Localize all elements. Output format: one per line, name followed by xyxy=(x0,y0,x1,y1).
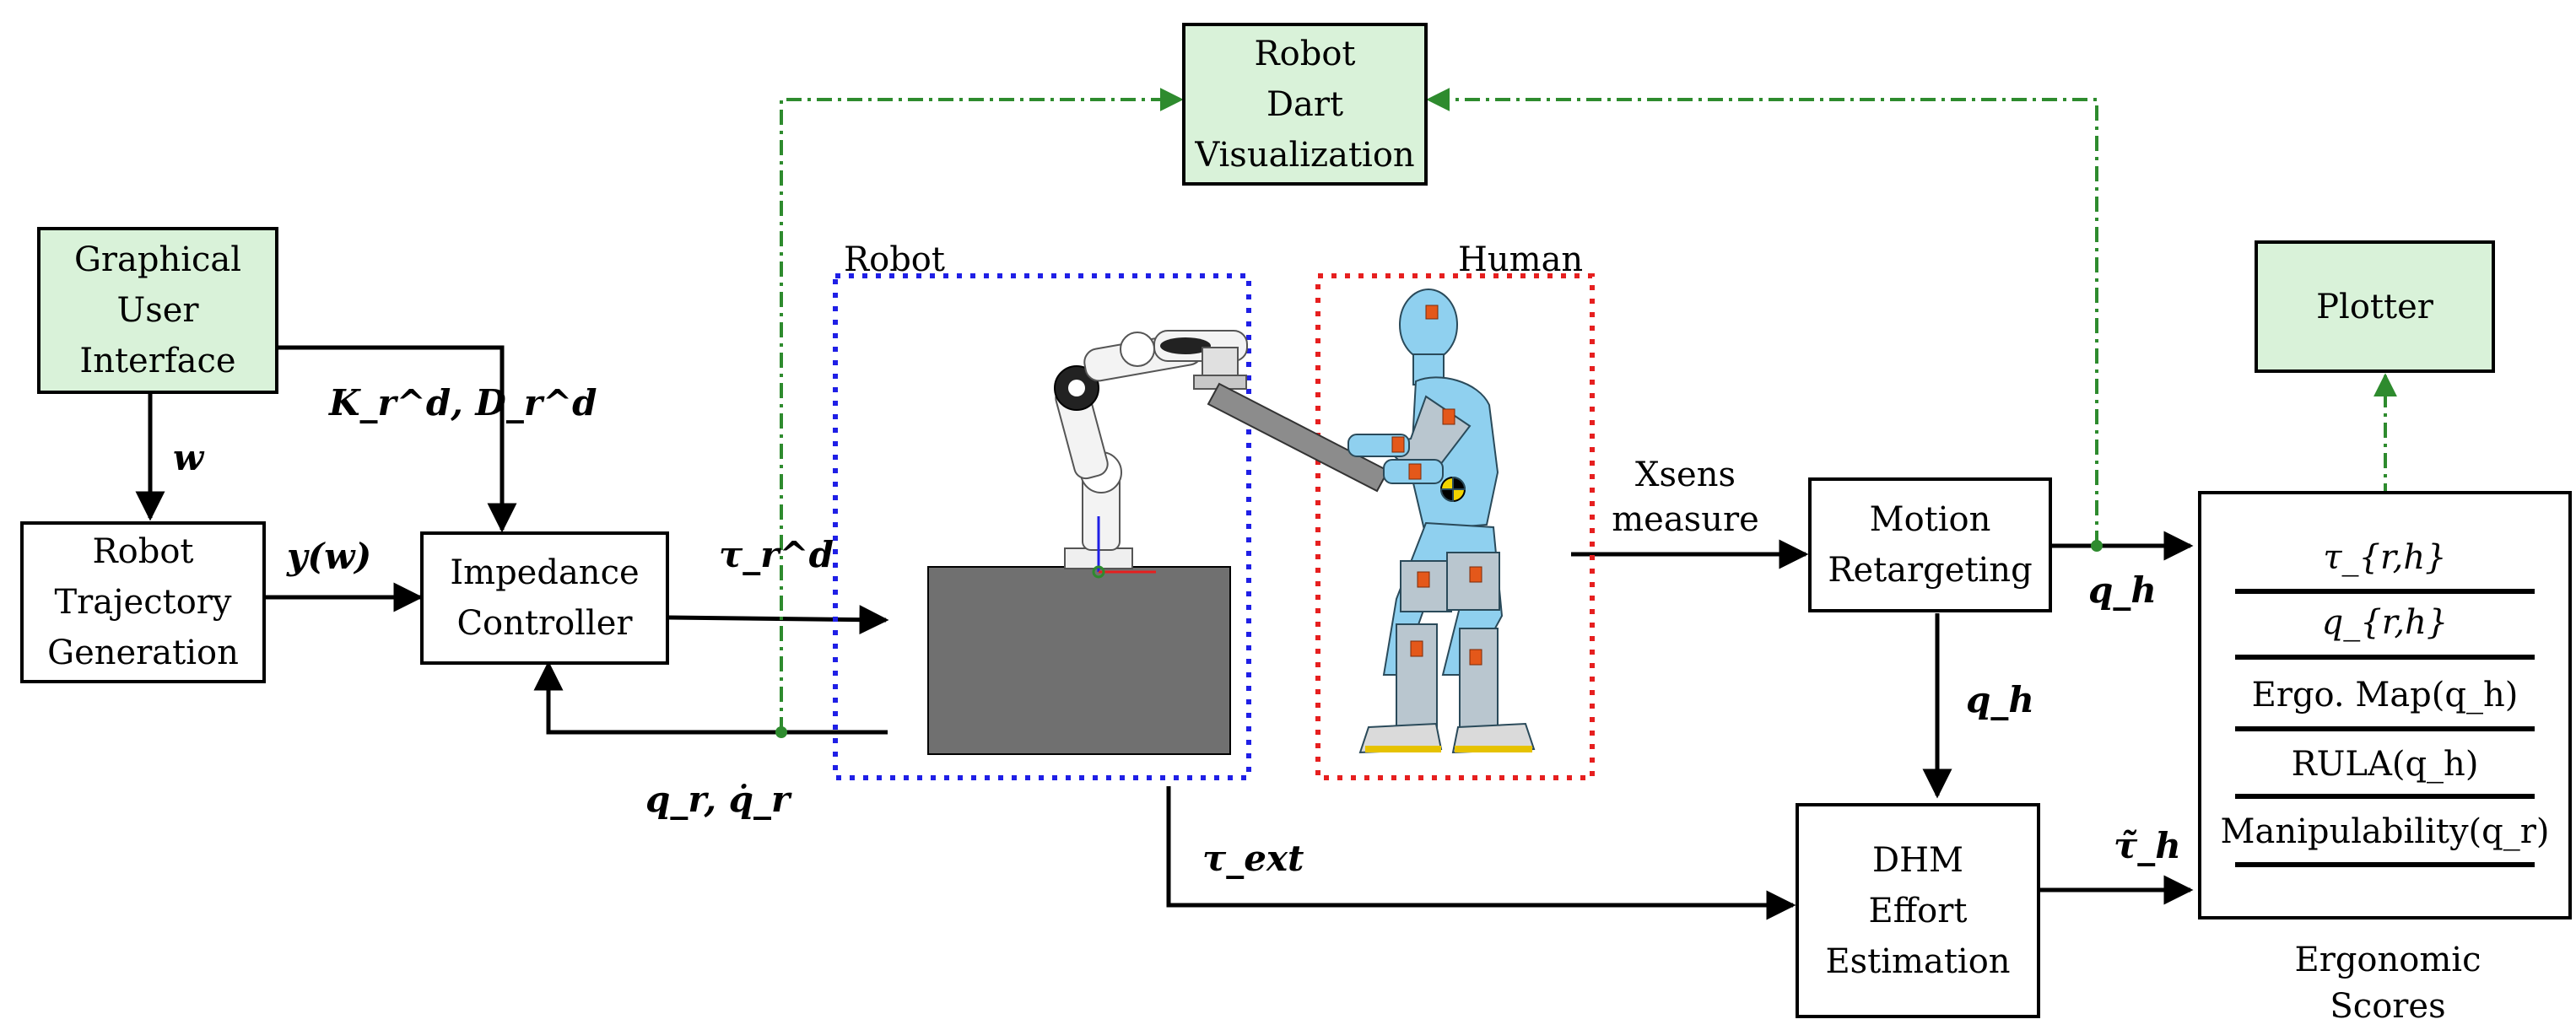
signal-tau-r-d-label: τ_r^d xyxy=(719,534,834,575)
trajectory-label-line-2: Trajectory xyxy=(54,583,232,622)
trajectory-generation-block: Robot Trajectory Generation xyxy=(20,521,266,683)
gui-label-line-3: Interface xyxy=(79,342,236,380)
impedance-label-line-2: Controller xyxy=(456,604,633,643)
xsens-label-line-2: measure xyxy=(1612,500,1759,539)
plotter-label: Plotter xyxy=(2316,287,2433,326)
trajectory-label-line-1: Robot xyxy=(92,532,194,571)
score-divider xyxy=(2235,794,2535,799)
dhm-effort-block: DHM Effort Estimation xyxy=(1796,803,2040,1018)
signal-gains-label: K_r^d, D_r^d xyxy=(329,382,597,423)
dart-visualization-block: Robot Dart Visualization xyxy=(1182,23,1428,186)
signal-q-h-down-label: q_h xyxy=(1966,679,2034,720)
gui-label-line-2: User xyxy=(116,291,199,330)
retargeting-label-line-1: Motion xyxy=(1869,500,1991,539)
dhm-label-line-2: Effort xyxy=(1868,891,1968,930)
motion-retargeting-block: Motion Retargeting xyxy=(1808,477,2052,612)
signal-q-h-right-label: q_h xyxy=(2088,569,2157,611)
robot-region-frame xyxy=(833,273,1251,780)
score-divider xyxy=(2235,726,2535,731)
edge-robot-feedback xyxy=(533,661,888,735)
score-manipulability: Manipulability(q_r) xyxy=(2220,812,2550,851)
edge-robot-to-dhm xyxy=(1166,786,1796,920)
dhm-label-line-1: DHM xyxy=(1872,840,1963,880)
impedance-controller-block: Impedance Controller xyxy=(420,531,669,665)
plotter-block: Plotter xyxy=(2255,240,2495,373)
signal-q-r-label: q_r, q̇_r xyxy=(645,779,791,820)
trajectory-label-line-3: Generation xyxy=(47,634,239,672)
signal-y-w-label: y(w) xyxy=(287,536,372,577)
human-region-frame xyxy=(1315,273,1595,780)
score-ergo-map: Ergo. Map(q_h) xyxy=(2251,676,2519,715)
retargeting-label-line-2: Retargeting xyxy=(1828,551,2033,590)
score-q-rh: q_{r,h} xyxy=(2321,603,2449,642)
robot-arm-illustration xyxy=(927,330,1390,755)
score-divider xyxy=(2235,589,2535,594)
edge-qh-to-dart xyxy=(1426,88,2098,546)
signal-tau-ext-label: τ_ext xyxy=(1202,838,1304,879)
score-tau-rh: τ_{r,h} xyxy=(2323,538,2447,577)
gui-label-line-1: Graphical xyxy=(73,240,242,279)
edge-gui-to-impedance xyxy=(278,345,517,533)
table-block xyxy=(927,566,1231,755)
junction-dot-qh xyxy=(2091,540,2103,552)
ergonomic-scores-panel: τ_{r,h} q_{r,h} Ergo. Map(q_h) RULA(q_h)… xyxy=(2198,491,2572,919)
score-divider xyxy=(2235,655,2535,660)
human-region-label: Human xyxy=(1458,240,1584,279)
junction-dot-robot-state xyxy=(775,726,787,738)
dart-label-line-3: Visualization xyxy=(1195,135,1415,175)
human-illustration xyxy=(1347,289,1536,754)
impedance-label-line-1: Impedance xyxy=(450,553,640,592)
dart-label-line-2: Dart xyxy=(1266,84,1344,124)
scores-caption-line-1: Ergonomic xyxy=(2294,941,2481,979)
score-rula: RULA(q_h) xyxy=(2291,745,2479,784)
signal-w-label: w xyxy=(173,437,204,478)
dart-label-line-1: Robot xyxy=(1254,34,1356,73)
dhm-label-line-3: Estimation xyxy=(1825,941,2011,981)
score-divider xyxy=(2235,862,2535,867)
gui-block: Graphical User Interface xyxy=(37,227,278,394)
signal-tau-h-label: τ̃_h xyxy=(2114,825,2181,866)
edge-impedance-to-robot xyxy=(668,605,889,635)
robot-region-label: Robot xyxy=(844,240,945,279)
xsens-label-line-1: Xsens xyxy=(1635,456,1736,494)
scores-caption-line-2: Scores xyxy=(2330,987,2446,1026)
